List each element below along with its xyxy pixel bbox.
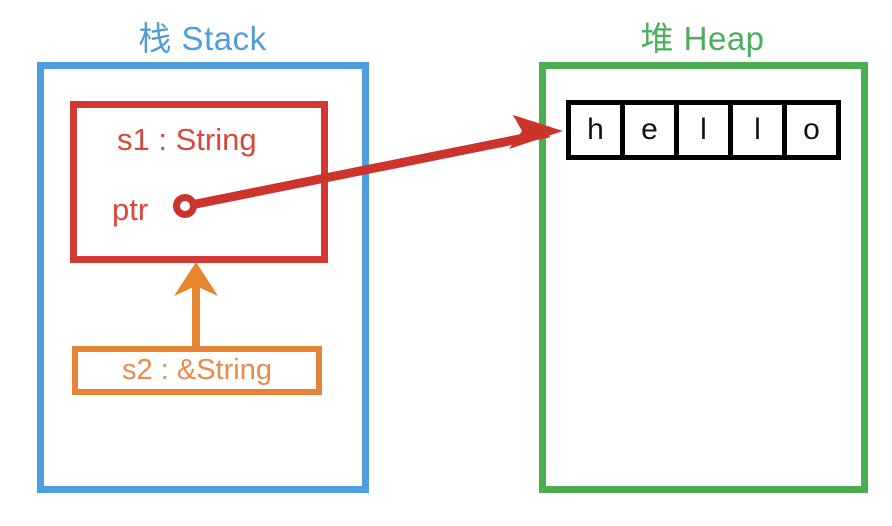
- heap-char-cell: l: [679, 105, 728, 155]
- heap-char-cell: e: [625, 105, 674, 155]
- s1-label: s1 : String: [117, 122, 257, 157]
- heap-region-title: 堆 Heap: [640, 20, 765, 57]
- s1-string-box: s1 : String ptr: [70, 101, 328, 263]
- heap-char-cell: l: [733, 105, 782, 155]
- s2-label: s2 : &String: [122, 354, 272, 386]
- s1-ptr-field-label: ptr: [112, 192, 149, 227]
- s2-reference-box: s2 : &String: [72, 346, 322, 395]
- heap-char-cell: h: [571, 105, 620, 155]
- heap-region-box: [539, 62, 868, 493]
- stack-region-box: [37, 62, 369, 493]
- stack-region-title: 栈 Stack: [138, 20, 267, 57]
- heap-char-cell: o: [787, 105, 836, 155]
